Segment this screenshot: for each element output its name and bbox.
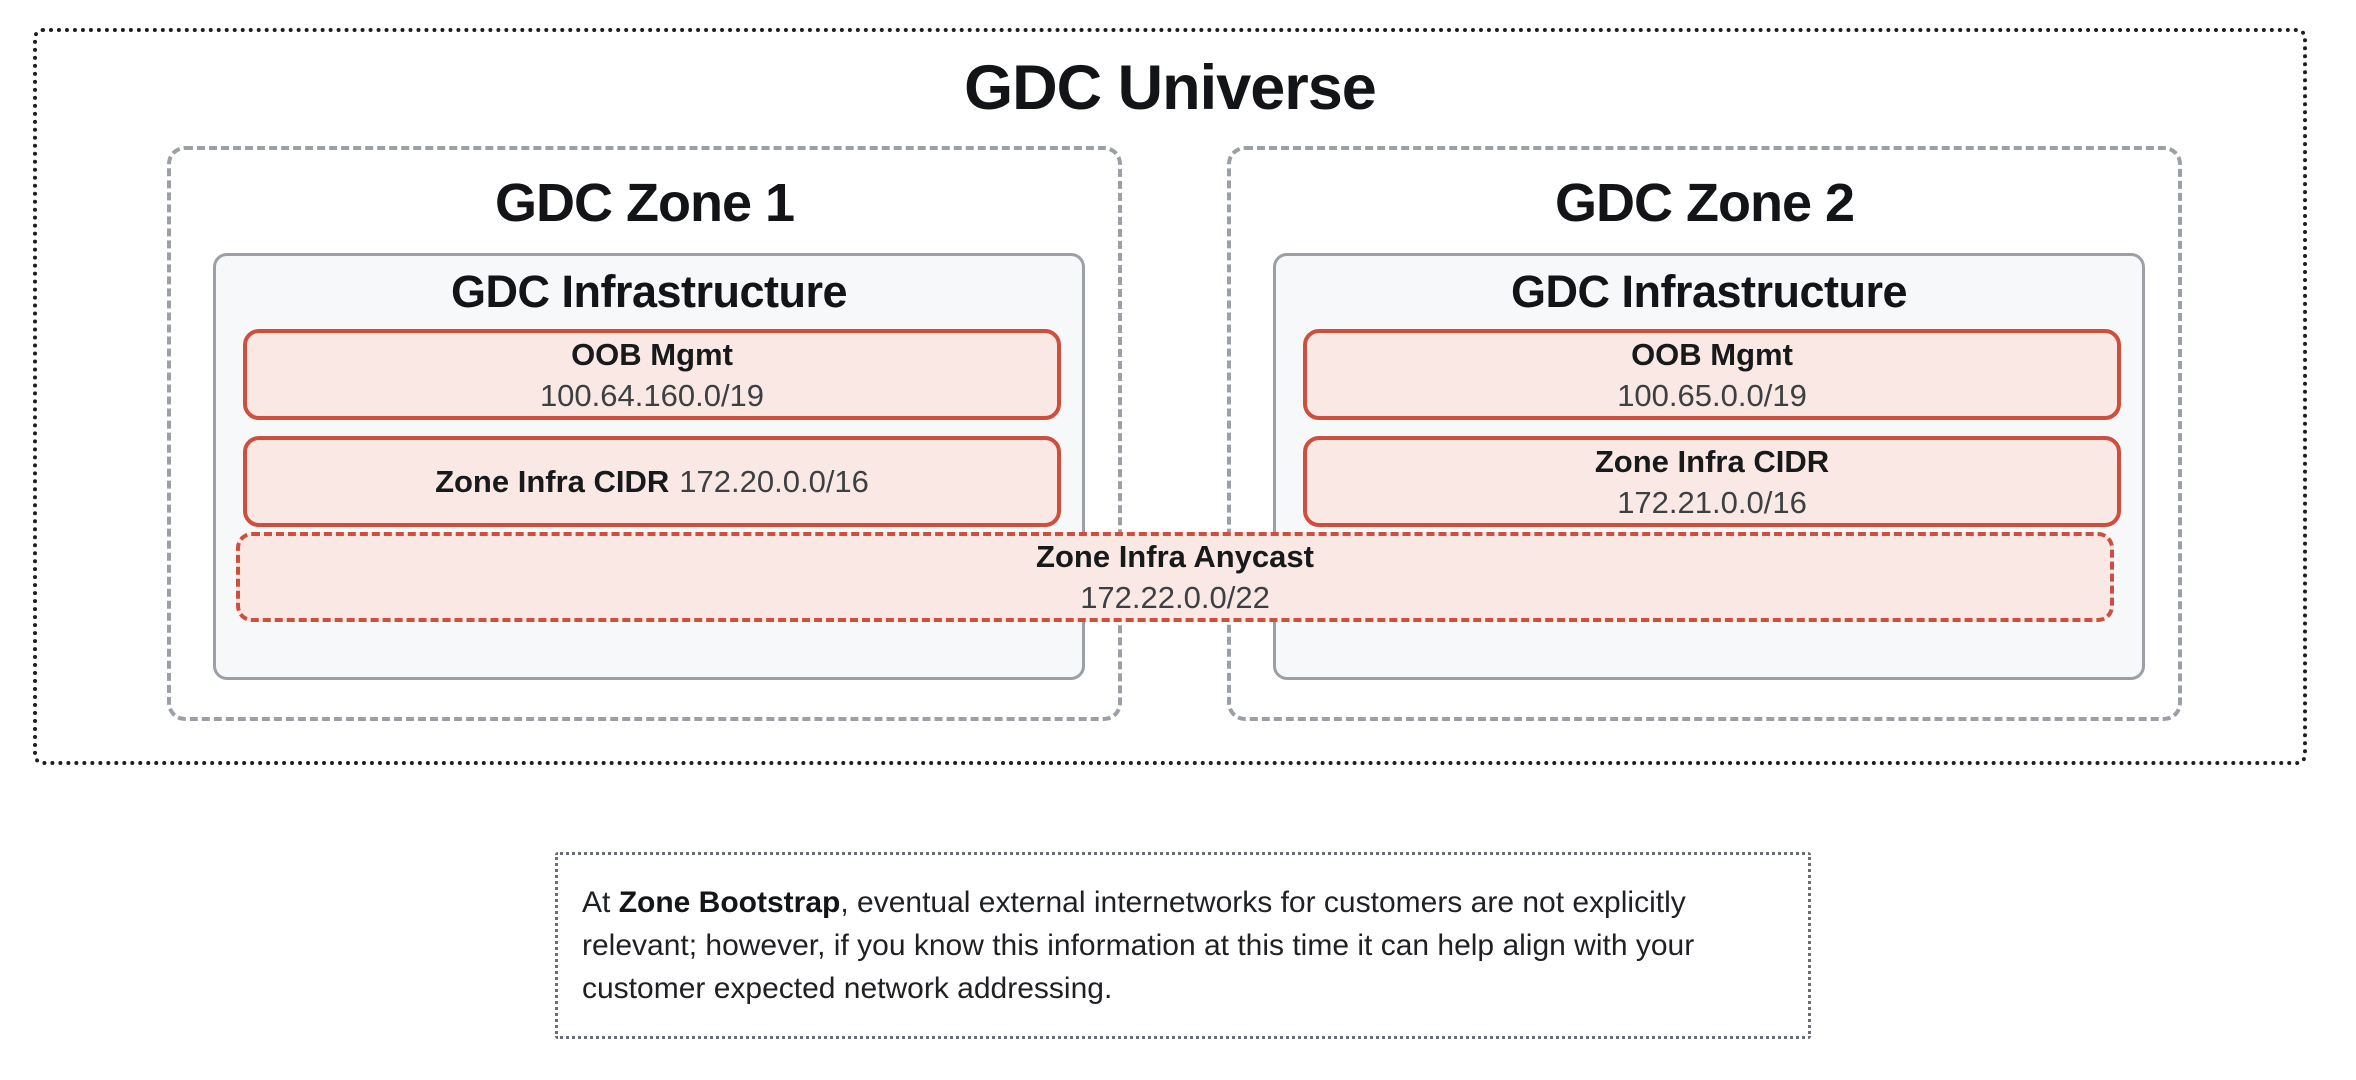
zone-infra-anycast-cidr: 172.22.0.0/22 <box>1080 580 1270 615</box>
gdc-zone-1-container: GDC Zone 1 GDC Infrastructure OOB Mgmt 1… <box>167 146 1122 721</box>
zone-infra-cidr-value: 172.20.0.0/16 <box>679 464 869 499</box>
zone-2-infra-cidr-box: Zone Infra CIDR 172.21.0.0/16 <box>1303 436 2121 527</box>
note-text-rest: , eventual external internetworks for cu… <box>582 886 1695 1005</box>
oob-mgmt-label: OOB Mgmt <box>571 336 733 372</box>
zone-1-title: GDC Zone 1 <box>494 173 795 233</box>
zone-infra-anycast-label: Zone Infra Anycast <box>1036 539 1314 574</box>
zone-bootstrap-note: At Zone Bootstrap, eventual external int… <box>555 852 1811 1039</box>
oob-mgmt-cidr: 100.65.0.0/19 <box>1617 377 1807 413</box>
note-text-prefix: At <box>582 886 619 919</box>
zone-infra-cidr-label: Zone Infra CIDR <box>1594 443 1830 479</box>
note-text-bold: Zone Bootstrap <box>618 886 841 919</box>
universe-title: GDC Universe <box>964 53 1377 123</box>
gdc-zone-2-container: GDC Zone 2 GDC Infrastructure OOB Mgmt 1… <box>1227 146 2182 721</box>
zone-1-infra-cidr-box: Zone Infra CIDR 172.20.0.0/16 <box>243 436 1061 527</box>
zone-2-oob-mgmt-box: OOB Mgmt 100.65.0.0/19 <box>1303 329 2121 420</box>
zone-1-infrastructure-title: GDC Infrastructure <box>450 266 848 317</box>
zone-infra-cidr-row: Zone Infra CIDR 172.20.0.0/16 <box>435 461 869 502</box>
zone-infra-cidr-label: Zone Infra CIDR <box>435 464 670 499</box>
zone-1-oob-mgmt-box: OOB Mgmt 100.64.160.0/19 <box>243 329 1061 420</box>
zone-2-infrastructure-title: GDC Infrastructure <box>1510 266 1908 317</box>
oob-mgmt-label: OOB Mgmt <box>1631 336 1793 372</box>
zone-infra-anycast-box: Zone Infra Anycast 172.22.0.0/22 <box>236 532 2114 622</box>
oob-mgmt-cidr: 100.64.160.0/19 <box>539 377 765 413</box>
gdc-universe-container: GDC Universe GDC Zone 1 GDC Infrastructu… <box>33 28 2307 765</box>
zone-2-title: GDC Zone 2 <box>1554 173 1855 233</box>
zone-infra-cidr-value: 172.21.0.0/16 <box>1617 484 1807 520</box>
